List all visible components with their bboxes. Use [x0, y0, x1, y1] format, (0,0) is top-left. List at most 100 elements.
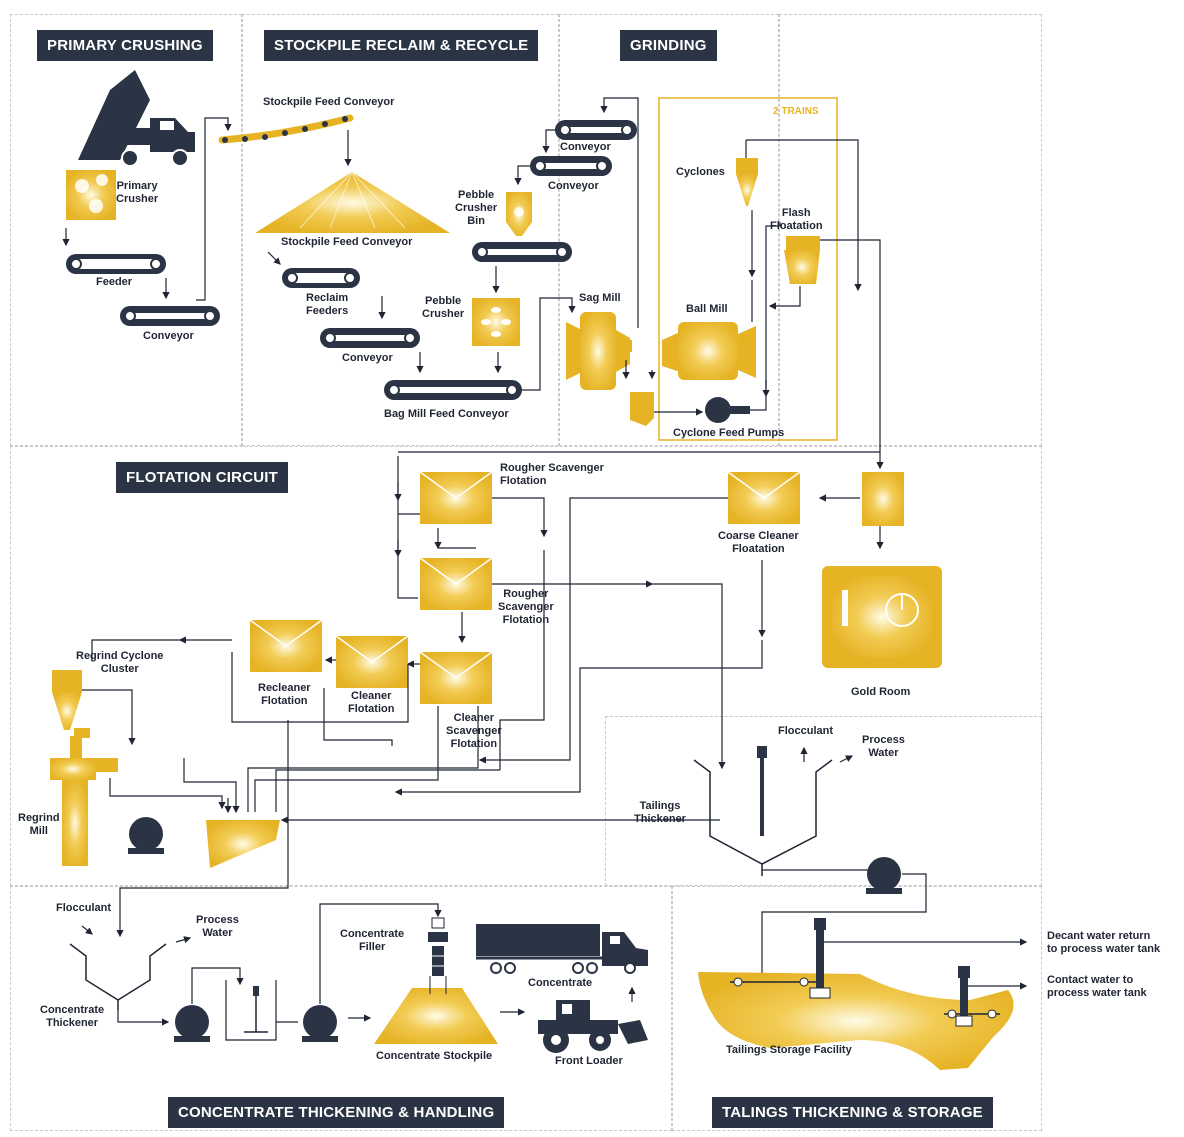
- header-tailings: TALINGS THICKENING & STORAGE: [712, 1097, 993, 1128]
- gold-room-safe-icon: [822, 566, 942, 668]
- conveyor-1-icon: [120, 306, 220, 326]
- label-bag-mill-feed-conveyor: Bag Mill Feed Conveyor: [384, 408, 509, 420]
- coarse-cleaner-cell-icon: [727, 471, 801, 524]
- regrind-pump-icon: [128, 817, 164, 854]
- label-cyclone-feed-pumps: Cyclone Feed Pumps: [673, 427, 785, 439]
- label-cyclones: Cyclones: [676, 166, 725, 178]
- stockpile-pile-icon: [255, 171, 450, 233]
- recleaner-cell-icon: [249, 619, 323, 672]
- header-primary-crushing: PRIMARY CRUSHING: [37, 30, 213, 61]
- label-flocculant-tailings: Flocculant: [778, 725, 834, 737]
- rougher-scavenger-cell-1-icon: [419, 471, 493, 524]
- ball-mill-icon: [662, 322, 756, 380]
- reclaim-feeders-icon: [282, 268, 360, 288]
- zone-concentrate: [10, 886, 672, 1131]
- label-stockpile-feed-conveyor: Stockpile Feed Conveyor: [281, 236, 413, 248]
- label-concentrate: Concentrate: [528, 977, 593, 989]
- label-concentrate-stockpile: Concentrate Stockpile: [376, 1050, 493, 1062]
- cleaner-cell-icon: [335, 635, 409, 688]
- regrind-mill-icon: [50, 728, 118, 866]
- pebble-crusher-bin-icon: [506, 192, 532, 236]
- conveyor-3-icon: [555, 120, 637, 140]
- header-flotation: FLOTATION CIRCUIT: [116, 462, 288, 493]
- label-conveyor-3: Conveyor: [560, 141, 611, 153]
- cyclones-icon: [736, 158, 758, 206]
- cyclone-feed-pump-icon: [705, 397, 750, 423]
- zone-tailings-thickener: [605, 716, 1042, 886]
- header-concentrate: CONCENTRATE THICKENING & HANDLING: [168, 1097, 505, 1128]
- label-gold-room: Gold Room: [851, 686, 911, 698]
- header-stockpile: STOCKPILE RECLAIM & RECYCLE: [264, 30, 539, 61]
- label-sag-mill: Sag Mill: [579, 292, 621, 304]
- zone-grinding: [559, 14, 779, 446]
- gold-room-feed-cell-icon: [862, 472, 904, 526]
- regrind-hopper-icon: [206, 820, 280, 868]
- conveyor-2-icon: [320, 328, 420, 348]
- tailings-thickener-icon: [693, 746, 833, 876]
- rougher-scavenger-cell-2-icon: [419, 557, 493, 610]
- zone-flotation: [10, 446, 1042, 886]
- feeder-conveyor-icon: [66, 254, 166, 274]
- zone-grinding-right: [779, 14, 1042, 446]
- zone-stockpile: [242, 14, 559, 446]
- concentrate-pump-2-icon: [302, 1005, 338, 1042]
- concentrate-stockpile-icon: [374, 976, 498, 1044]
- front-loader-icon: [538, 1000, 648, 1053]
- stockpile-feed-conveyor-top-icon: [218, 114, 354, 144]
- zone-primary-crushing: [10, 14, 242, 446]
- tailings-storage-facility-icon: [698, 918, 1014, 1070]
- label-ball-mill: Ball Mill: [686, 303, 728, 315]
- sag-mill-icon: [566, 312, 632, 390]
- label-conveyor-1: Conveyor: [143, 330, 194, 342]
- pebble-crusher-icon: [472, 298, 520, 346]
- label-flocculant-concentrate: Flocculant: [56, 902, 112, 914]
- regrind-cyclone-icon: [52, 670, 82, 730]
- cleaner-scavenger-cell-icon: [419, 651, 493, 704]
- concentrate-truck-icon: [476, 924, 648, 974]
- label-conveyor-2: Conveyor: [342, 352, 393, 364]
- concentrate-thickener-icon: [69, 943, 167, 1010]
- primary-crusher-icon: [66, 170, 116, 220]
- sag-mill-hopper-icon: [630, 392, 654, 426]
- concentrate-pump-1-icon: [174, 1005, 210, 1042]
- header-grinding: GRINDING: [620, 30, 717, 61]
- pebble-crusher-conveyor-icon: [472, 242, 572, 262]
- conveyor-4-icon: [530, 156, 612, 176]
- label-tailings-storage: Tailings Storage Facility: [726, 1044, 852, 1056]
- bag-mill-feed-conveyor-icon: [384, 380, 522, 400]
- dump-truck-icon: [78, 70, 195, 167]
- two-trains-box: [658, 97, 838, 441]
- label-front-loader: Front Loader: [555, 1055, 623, 1067]
- tailings-pump-icon: [866, 857, 902, 894]
- flash-floatation-icon: [784, 236, 820, 284]
- label-conveyor-4: Conveyor: [548, 180, 599, 192]
- label-stockpile-feed-conveyor-top: Stockpile Feed Conveyor: [263, 96, 395, 108]
- concentrate-tank-icon: [225, 980, 277, 1041]
- trains-label: 2 TRAINS: [773, 106, 819, 117]
- zone-tailings-storage: [672, 886, 1042, 1131]
- concentrate-filler-icon: [428, 917, 448, 976]
- label-feeder: Feeder: [96, 276, 133, 288]
